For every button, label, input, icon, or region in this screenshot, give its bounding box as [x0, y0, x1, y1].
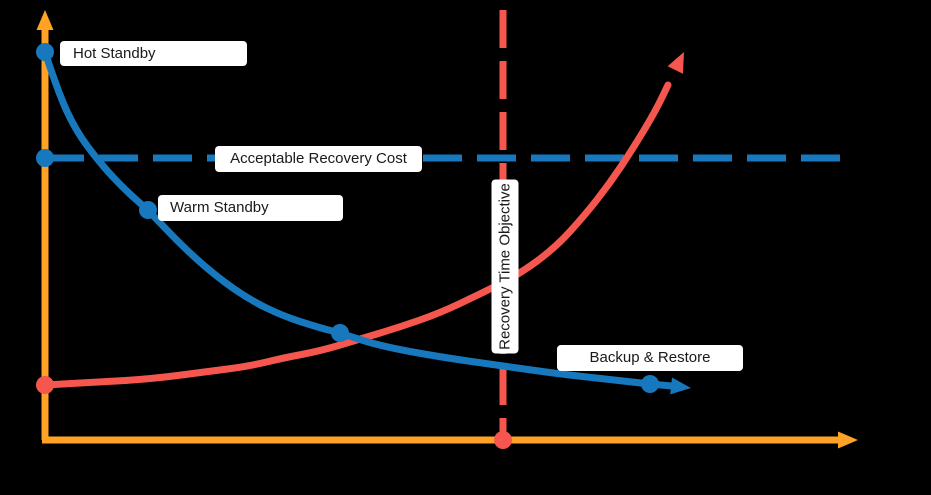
red-rising-curve-arrow-icon	[667, 52, 684, 74]
hot-standby-label: Hot Standby	[60, 41, 247, 66]
red-rising-curve-marker	[36, 376, 54, 394]
blue-cost-curve	[41, 48, 676, 390]
x-axis-arrow-icon	[838, 431, 858, 449]
blue-cost-curve-marker	[641, 375, 659, 393]
y-axis-arrow-icon	[36, 10, 54, 30]
recovery-time-objective-line-marker	[494, 431, 512, 449]
warm-standby-label: Warm Standby	[158, 195, 343, 221]
blue-cost-curve-marker	[331, 324, 349, 342]
blue-cost-curve-marker	[36, 43, 54, 61]
recovery-time-objective-label: Recovery Time Objective	[491, 179, 519, 354]
backup-restore-label: Backup & Restore	[557, 345, 743, 371]
blue-cost-curve-arrow-icon	[670, 377, 691, 395]
acceptable-recovery-cost-label: Acceptable Recovery Cost	[215, 146, 422, 172]
acceptable-recovery-cost-line-marker	[36, 149, 54, 167]
red-rising-curve	[41, 81, 672, 389]
blue-cost-curve-marker	[139, 201, 157, 219]
